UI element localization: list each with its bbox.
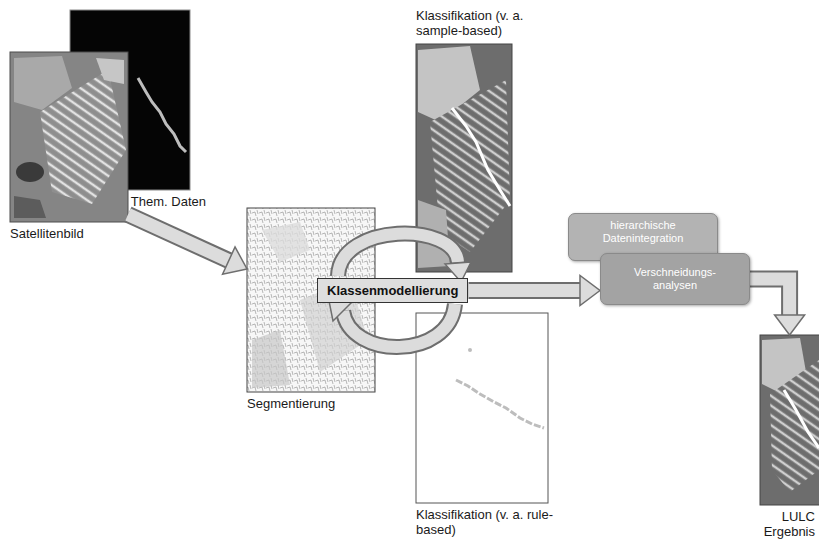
- node-label: Segmentierung: [247, 396, 375, 411]
- rule-strip: [456, 380, 544, 428]
- arrow-head: [580, 276, 600, 306]
- lulc-result-node: LULC Ergebnis: [735, 335, 819, 539]
- arrow-body: [343, 304, 455, 347]
- land-patch: [14, 196, 46, 218]
- node-label: Klassenmodellierung: [327, 283, 458, 298]
- rule-classification-node: Klassifikation (v. a. rule-based): [416, 313, 556, 537]
- node-label: LULC Ergebnis: [735, 509, 819, 539]
- arrow-body: [469, 284, 581, 297]
- class-strip: [452, 108, 510, 206]
- node-label: Klassifikation (v. a. rule-based): [416, 507, 556, 537]
- arrow-outline: [128, 215, 229, 261]
- arrow-outline: [750, 279, 790, 315]
- satellite-image: [10, 52, 128, 222]
- arrow-body: [338, 234, 458, 276]
- node-label: Them. Daten: [70, 194, 210, 209]
- segmentation-node: Segmentierung: [247, 208, 375, 411]
- lake-patch: [16, 162, 44, 182]
- flow-arrow: [750, 279, 805, 335]
- mountain-ridges: [40, 70, 126, 204]
- arrow-outline: [338, 234, 458, 276]
- arrow-outline: [469, 282, 581, 299]
- satellite-image-node: Satellitenbild: [10, 52, 128, 241]
- image-area: [10, 52, 128, 222]
- image-area: [70, 10, 210, 190]
- image-area: [416, 313, 556, 503]
- node-label: Verschneidungs- analysen: [619, 266, 731, 292]
- lulc-result-image: [760, 335, 819, 505]
- rule-dot: [468, 348, 472, 352]
- arrow-head: [775, 315, 805, 335]
- sample-classification-node: Klassifikation (v. a. sample-based): [416, 8, 556, 272]
- image-frame: [760, 335, 819, 505]
- land-patch: [96, 58, 124, 84]
- cycle-arrow-bottom: [328, 296, 455, 347]
- cycle-arrow-top: [338, 234, 471, 282]
- arrow-head: [223, 247, 247, 274]
- flow-arrow: [128, 215, 247, 275]
- node-label: hierarchische Datenintegration: [587, 219, 699, 245]
- image-area: [416, 44, 556, 272]
- intersection-box: Verschneidungs- analysen: [600, 253, 750, 305]
- thematic-strip: [138, 78, 186, 152]
- flow-arrow: [469, 276, 601, 306]
- image-frame: [10, 52, 128, 222]
- arrow-body: [750, 279, 790, 315]
- node-label: Klassifikation (v. a. sample-based): [416, 8, 556, 38]
- class-ridges: [770, 360, 819, 492]
- thematic-data-node: Them. Daten: [70, 10, 210, 209]
- class-modelling-box: Klassenmodellierung: [317, 278, 468, 303]
- segment-patch: [262, 222, 310, 262]
- arrow-outline: [343, 304, 455, 347]
- arrow-body: [128, 215, 229, 261]
- segment-patch: [252, 330, 290, 388]
- class-strip: [784, 390, 819, 448]
- node-label: Satellitenbild: [10, 226, 128, 241]
- image-area: [735, 335, 819, 505]
